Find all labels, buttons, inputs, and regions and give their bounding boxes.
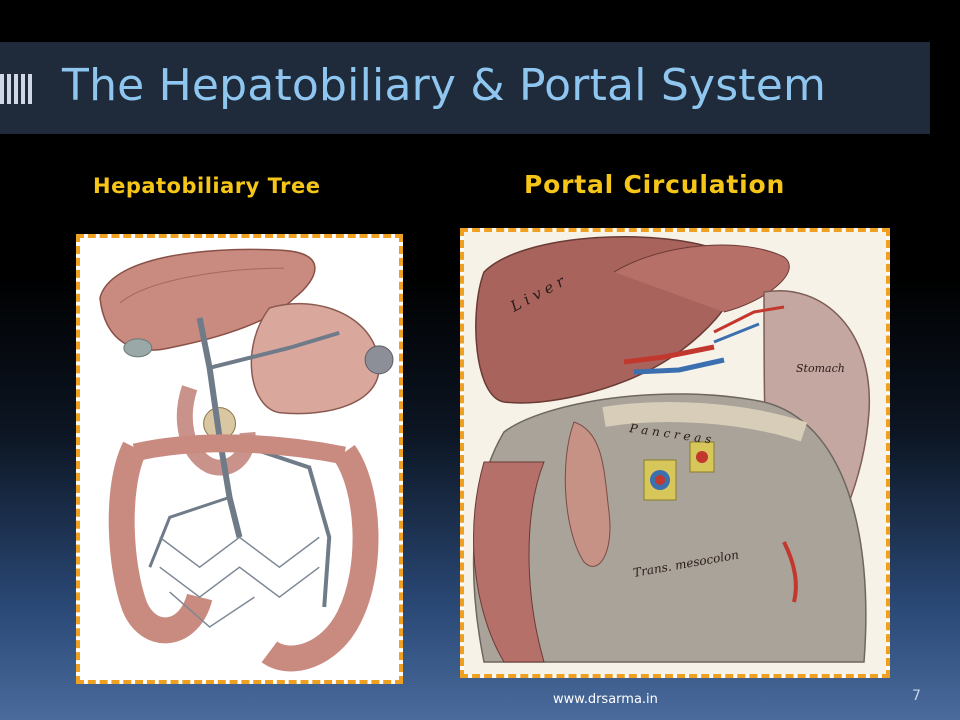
hepatobiliary-tree-image [76, 234, 403, 684]
portal-circulation-image: L i v e r Stomach P a n c r e a s Trans.… [460, 228, 890, 678]
portal-circulation-illustration: L i v e r Stomach P a n c r e a s Trans.… [464, 232, 886, 674]
title-stripes-decoration [0, 74, 32, 104]
portal-circulation-caption: Portal Circulation [524, 170, 786, 199]
page-number: 7 [912, 688, 921, 704]
hepatobiliary-illustration [99, 248, 394, 672]
hepatobiliary-tree-caption: Hepatobiliary Tree [93, 174, 321, 198]
stomach-label: Stomach [796, 362, 845, 375]
slide-title: The Hepatobiliary & Portal System [62, 60, 827, 111]
title-bar: The Hepatobiliary & Portal System [0, 42, 930, 134]
footer-url[interactable]: www.drsarma.in [553, 692, 658, 707]
